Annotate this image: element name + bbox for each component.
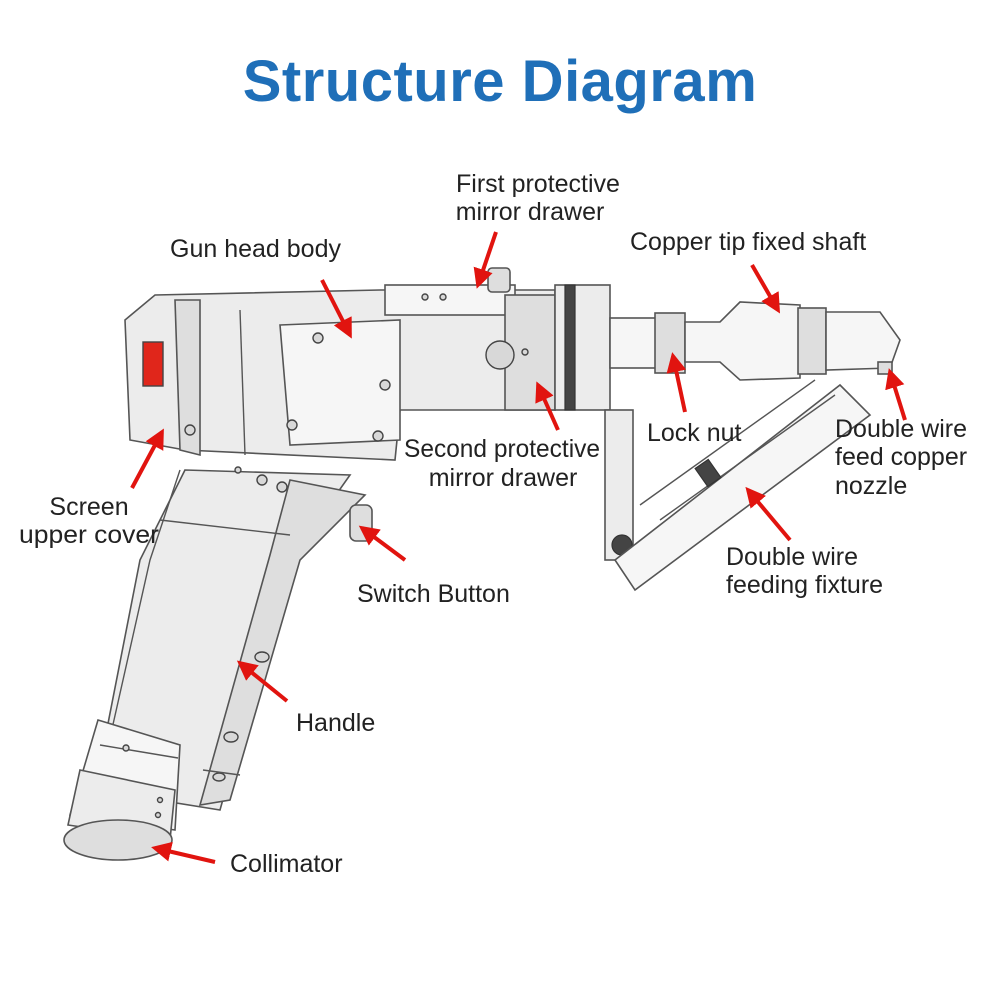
gun-illustration	[63, 267, 901, 861]
gun-head-part	[124, 289, 556, 493]
label-lock-nut: Lock nut	[647, 419, 742, 447]
label-second-mirror-2: mirror drawer	[429, 464, 578, 492]
arrow-screen-cover	[130, 428, 164, 489]
screen-window	[142, 341, 164, 387]
label-nozzle-1: Double wire	[835, 415, 967, 443]
arrow-copper-shaft	[750, 263, 781, 314]
arrow-nozzle	[885, 368, 907, 421]
copper-shaft-part	[609, 301, 901, 381]
arrow-gun-head	[320, 279, 352, 339]
label-handle: Handle	[296, 709, 375, 737]
collimator-part	[63, 718, 181, 861]
diagram-title: Structure Diagram	[242, 49, 758, 114]
label-nozzle-3: nozzle	[835, 472, 907, 500]
arrow-first-mirror	[473, 231, 498, 289]
label-second-mirror-1: Second protective	[404, 435, 600, 463]
label-collimator: Collimator	[230, 850, 343, 878]
label-gun-head: Gun head body	[170, 235, 341, 263]
callout-labels: First protective mirror drawer Gun head …	[19, 170, 967, 878]
label-copper-shaft: Copper tip fixed shaft	[630, 228, 866, 256]
label-nozzle-2: feed copper	[835, 443, 967, 471]
arrow-collimator	[151, 841, 216, 864]
arrow-handle	[236, 660, 289, 703]
label-fixture-2: feeding fixture	[726, 571, 883, 599]
label-first-mirror-1: First protective	[456, 170, 620, 198]
callout-arrows	[130, 231, 907, 864]
arrow-second-mirror	[535, 381, 560, 431]
feeding-fixture-part	[604, 379, 872, 592]
arrow-switch	[358, 525, 407, 562]
arrow-fixture	[745, 486, 792, 542]
label-first-mirror-2: mirror drawer	[456, 198, 605, 226]
arrow-lock-nut	[666, 352, 687, 413]
handle-part	[94, 469, 367, 811]
switch-button-part	[349, 504, 373, 542]
label-fixture-1: Double wire	[726, 543, 858, 571]
label-switch: Switch Button	[357, 580, 510, 608]
label-screen-2: upper cover	[19, 521, 159, 549]
label-screen-1: Screen	[49, 493, 128, 521]
